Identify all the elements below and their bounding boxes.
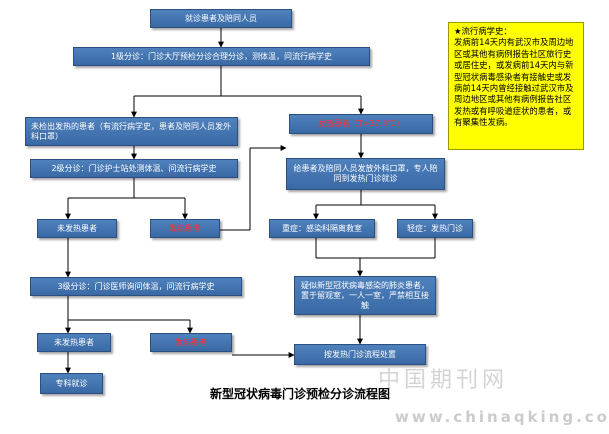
suspected-case-label: 疑似新型冠状病毒感染的肺炎患者，置于留观室，一人一室，严禁相互接触: [301, 280, 429, 310]
specialist-visit-node: 专科就诊: [40, 373, 103, 394]
fever-patient-label: 发热患者（T>37.3℃）: [317, 119, 405, 128]
no-fever-node-1: 未检出发热的患者（有流行病学史，患者及陪同人员发外科口罩）: [25, 117, 238, 146]
triage-level3-node: 3级分诊：门诊医师询问体温，问流行病学史: [30, 277, 242, 296]
start-node-label: 就诊患者及陪同人员: [185, 13, 257, 23]
no-fever-1-label: 未检出发热的患者（有流行病学史，患者及陪同人员发外科口罩）: [31, 121, 231, 141]
no-fever-3-label: 未发热患者: [54, 337, 94, 347]
mild-node: 轻症：发热门诊: [397, 219, 473, 238]
mild-label: 轻症：发热门诊: [407, 223, 463, 233]
watermark-cn: 中国期刊网: [378, 368, 509, 393]
fever-process-node: 按发热门诊流程处置: [294, 344, 426, 365]
fever-process-label: 按发热门诊流程处置: [324, 349, 396, 359]
start-node: 就诊患者及陪同人员: [150, 9, 292, 28]
fever-node-2: 发热患者: [150, 219, 220, 238]
epidemiology-note: ★流行病学史： 发病前14天内有武汉市及周边地区或其他有病例报告社区旅行史或居住…: [448, 22, 584, 150]
severe-node: 重症：感染科隔离救室: [269, 219, 375, 238]
specialist-visit-label: 专科就诊: [55, 378, 88, 388]
fever-2-label: 发热患者: [169, 223, 201, 233]
no-fever-node-3: 未发热患者: [37, 333, 111, 352]
fever-node-3: 发热患者: [150, 333, 232, 352]
epidemiology-note-heading: ★流行病学史：: [454, 26, 512, 36]
triage-level1-label: 1级分诊：门诊大厅预检分诊合理分诊，测体温，问流行病学史: [110, 51, 333, 61]
severe-label: 重症：感染科隔离救室: [282, 223, 362, 233]
fever-patient-node: 发热患者（T>37.3℃）: [289, 114, 433, 134]
epidemiology-note-body: 发病前14天内有武汉市及周边地区或其他有病例报告社区旅行史或居住史，或发病前14…: [454, 37, 574, 128]
triage-level3-label: 3级分诊：门诊医师询问体温，问流行病学史: [57, 281, 215, 291]
suspected-case-node: 疑似新型冠状病毒感染的肺炎患者，置于留观室，一人一室，严禁相互接触: [294, 276, 436, 315]
triage-level1-node: 1级分诊：门诊大厅预检分诊合理分诊，测体温，问流行病学史: [73, 47, 370, 66]
no-fever-node-2: 未发热患者: [37, 219, 117, 238]
diagram-title: 新型冠状病毒门诊预检分诊流程图: [210, 387, 391, 401]
no-fever-2-label: 未发热患者: [57, 223, 97, 233]
triage-level2-node: 2级分诊：门诊护士站处测体温、问流行病学史: [30, 159, 238, 178]
mask-escort-label: 给患者及陪同人员发放外科口罩，专人陪同到发热门诊就诊: [293, 164, 438, 183]
watermark-url: www.chinaqking.com: [395, 408, 609, 426]
triage-level2-label: 2级分诊：门诊护士站处测体温、问流行病学史: [51, 163, 217, 173]
fever-3-label: 发热患者: [175, 337, 207, 347]
mask-escort-node: 给患者及陪同人员发放外科口罩，专人陪同到发热门诊就诊: [286, 158, 445, 190]
